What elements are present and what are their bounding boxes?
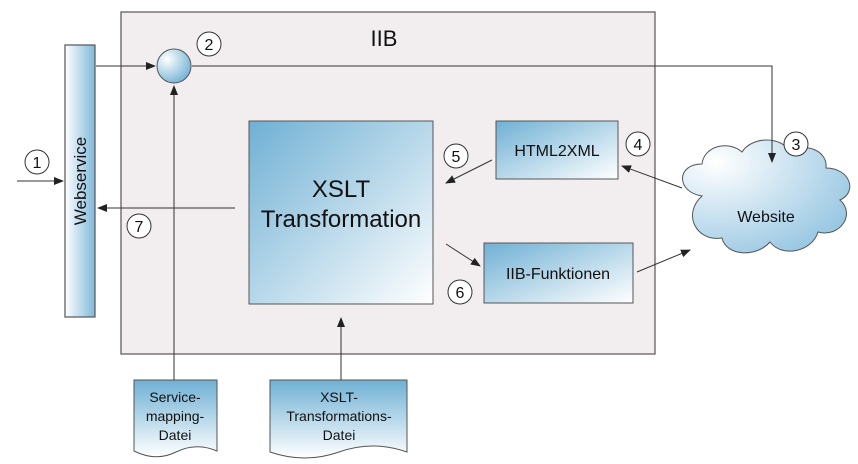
service-mapping-line1: Service- (149, 389, 201, 405)
svg-text:5: 5 (452, 149, 461, 166)
html2xml-box: HTML2XML (495, 120, 619, 180)
svg-text:4: 4 (634, 137, 643, 154)
step-marker-5: 5 (443, 143, 469, 169)
service-mapping-line2: mapping- (146, 408, 205, 424)
step-marker-4: 4 (625, 131, 651, 157)
html2xml-label: HTML2XML (514, 143, 599, 160)
step-marker-3: 3 (783, 131, 809, 157)
arrow-node-to-website (192, 65, 776, 163)
website-label: Website (737, 209, 795, 226)
xslt-doc-line2: Transformations- (286, 408, 392, 424)
xslt-doc-line3: Datei (323, 427, 356, 443)
arrow-iib-functions-to-website (636, 249, 691, 273)
xslt-transformation-box: XSLT Transformation (248, 120, 434, 305)
xslt-box-title: XSLT (312, 176, 371, 203)
connectors (17, 62, 776, 380)
arrow-website-to-html2xml (621, 165, 683, 189)
xslt-doc-line1: XSLT- (320, 389, 358, 405)
step-marker-2: 2 (196, 31, 222, 57)
xslt-box-subtitle: Transformation (261, 206, 422, 233)
svg-text:7: 7 (135, 219, 144, 236)
arrow-html2xml-to-xslt (445, 159, 493, 184)
step-marker-6: 6 (447, 279, 473, 305)
svg-text:2: 2 (205, 37, 214, 54)
xslt-transformations-document: XSLT- Transformations- Datei (269, 379, 408, 459)
svg-text:1: 1 (33, 155, 42, 172)
iib-title: IIB (371, 26, 398, 51)
iib-functions-box: IIB-Funktionen (483, 242, 634, 304)
arrow-xslt-to-iib-functions (445, 243, 481, 267)
svg-text:6: 6 (456, 285, 465, 302)
service-mapping-line3: Datei (159, 427, 192, 443)
webservice-label: Webservice (71, 137, 90, 226)
step-marker-1: 1 (24, 149, 50, 175)
svg-text:3: 3 (792, 137, 801, 154)
iib-functions-label: IIB-Funktionen (506, 266, 610, 283)
step-markers: 1 2 3 4 5 6 7 (24, 31, 809, 305)
service-mapping-document: Service- mapping- Datei (133, 379, 218, 458)
webservice-box: Webservice (64, 44, 96, 318)
website-cloud: Website (682, 139, 851, 254)
step-marker-7: 7 (126, 213, 152, 239)
entry-node (156, 48, 192, 84)
